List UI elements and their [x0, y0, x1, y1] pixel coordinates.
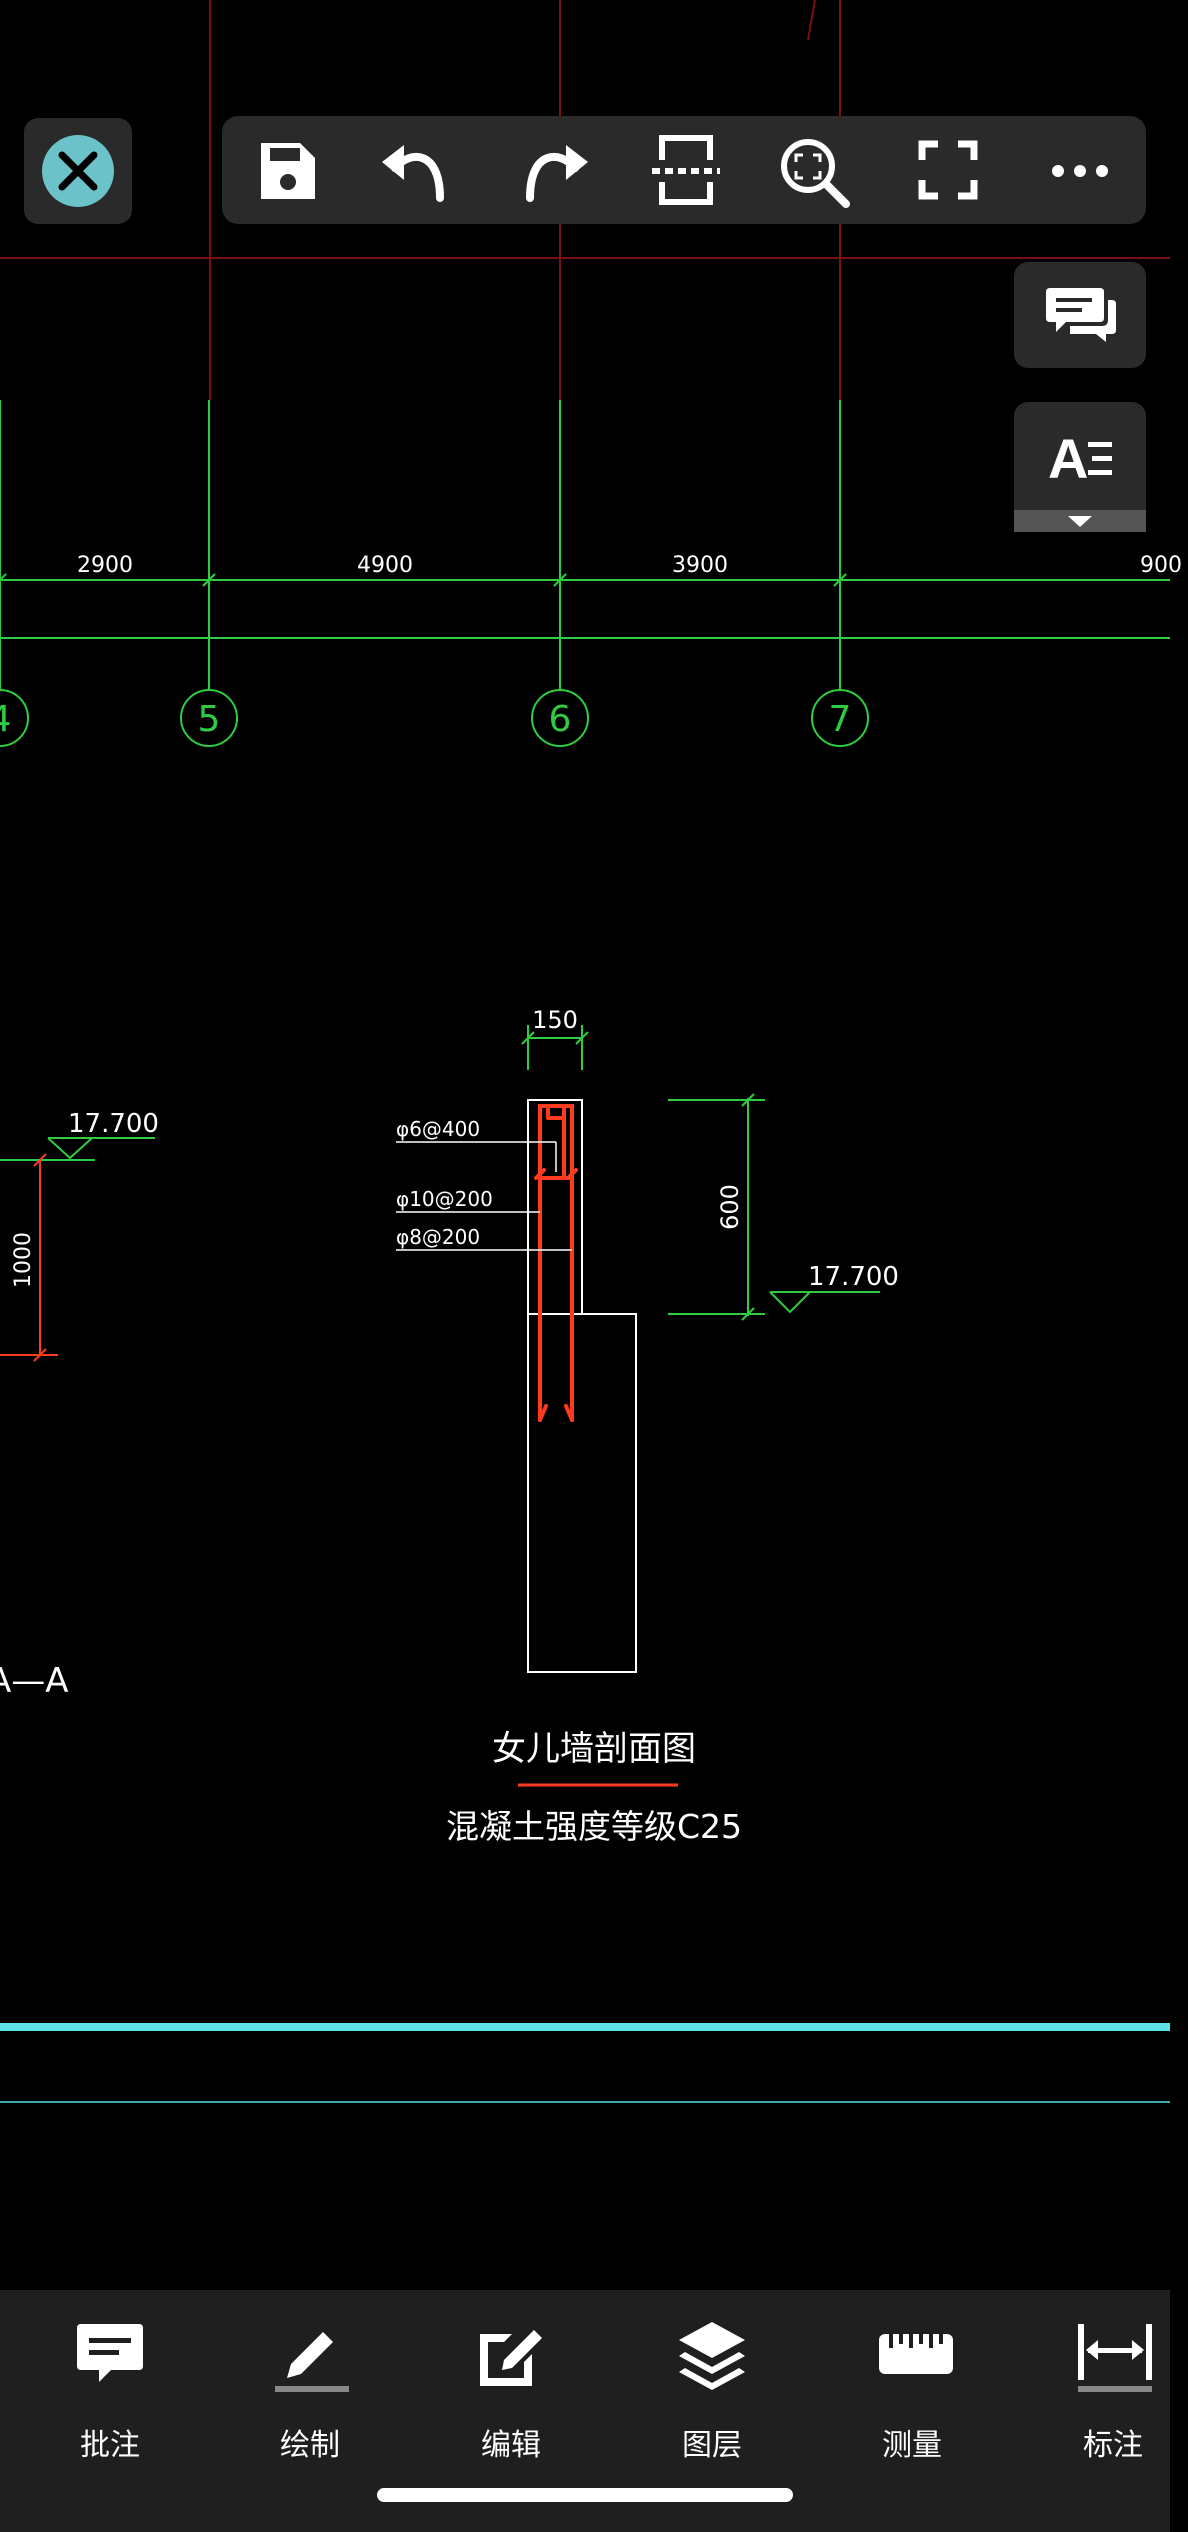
nav-dimension[interactable]: 标注 — [1038, 2290, 1188, 2490]
section-cut-icon — [652, 135, 720, 205]
zoom-extents-button[interactable] — [766, 128, 866, 212]
save-icon — [261, 143, 315, 199]
undo-button[interactable] — [362, 128, 462, 212]
rebar-label-3: φ8@200 — [396, 1225, 480, 1249]
axis-label-5: 5 — [198, 699, 221, 740]
edit-icon — [480, 2330, 542, 2386]
nav-label: 图层 — [682, 2428, 742, 2463]
right-elevation-marker — [769, 1291, 880, 1314]
ruler-icon — [879, 2334, 953, 2374]
drawing-subtitle: 混凝土强度等级C25 — [446, 1807, 742, 1846]
close-button[interactable] — [24, 118, 132, 224]
bottom-nav-bar: 批注 绘制 编辑 图层 测量 — [0, 2290, 1170, 2532]
text-style-button[interactable]: A — [1014, 402, 1146, 532]
nav-edit[interactable]: 编辑 — [436, 2290, 586, 2490]
comments-icon — [1046, 288, 1116, 342]
left-elevation-text: 17.700 — [68, 1109, 159, 1139]
nav-label: 绘制 — [280, 2428, 340, 2463]
layers-icon — [679, 2322, 745, 2390]
dimension-900: 900 — [1140, 553, 1182, 578]
height-dimension — [668, 1093, 765, 1321]
more-icon — [1052, 165, 1108, 177]
comment-icon — [77, 2324, 143, 2382]
home-indicator[interactable] — [377, 2488, 793, 2502]
parapet-section-outline — [527, 1099, 637, 1673]
nav-label: 测量 — [882, 2428, 942, 2463]
dimension-icon — [1078, 2324, 1152, 2392]
fullscreen-button[interactable] — [898, 128, 998, 212]
axis-label-6: 6 — [549, 699, 572, 740]
width-dimension — [521, 1025, 589, 1070]
rebar-leaders — [396, 1141, 572, 1251]
left-dimension-1000: 1000 — [11, 1232, 36, 1288]
axis-bubbles — [0, 689, 869, 747]
nav-measure[interactable]: 测量 — [837, 2290, 987, 2490]
rebar-reinforcement — [534, 1104, 578, 1422]
nav-label: 编辑 — [481, 2428, 541, 2463]
nav-layers[interactable]: 图层 — [637, 2290, 787, 2490]
undo-icon — [382, 145, 444, 202]
dimension-3900: 3900 — [672, 553, 728, 578]
pencil-icon — [275, 2332, 349, 2392]
section-label: A—A — [0, 1661, 69, 1701]
dimension-2900: 2900 — [77, 553, 133, 578]
width-dimension-text: 150 — [532, 1006, 578, 1034]
axis-label-7: 7 — [829, 699, 852, 740]
rebar-label-2: φ10@200 — [396, 1187, 493, 1211]
fullscreen-icon — [918, 140, 978, 200]
text-style-icon: A — [1048, 427, 1112, 490]
drawing-title: 女儿墙剖面图 — [492, 1729, 696, 1769]
left-elevation-marker — [0, 1137, 155, 1362]
dimension-4900: 4900 — [357, 553, 413, 578]
section-button[interactable] — [636, 128, 736, 212]
green-axis-lines — [0, 400, 1170, 690]
nav-draw[interactable]: 绘制 — [235, 2290, 385, 2490]
rebar-label-1: φ6@400 — [396, 1117, 480, 1141]
zoom-extents-icon — [781, 139, 850, 208]
right-elevation-text: 17.700 — [808, 1262, 899, 1292]
close-icon — [58, 151, 98, 191]
redo-icon — [526, 145, 588, 202]
svg-text:A: A — [1048, 427, 1088, 490]
height-dimension-text: 600 — [716, 1184, 744, 1230]
nav-label: 标注 — [1083, 2428, 1143, 2463]
redo-button[interactable] — [508, 128, 608, 212]
nav-annotate[interactable]: 批注 — [35, 2290, 185, 2490]
more-button[interactable] — [1030, 128, 1130, 212]
caret-down-icon — [1068, 516, 1092, 527]
axis-label-4: 4 — [0, 699, 11, 740]
nav-label: 批注 — [80, 2428, 140, 2463]
save-button[interactable] — [238, 128, 338, 212]
comments-button[interactable] — [1014, 262, 1146, 368]
